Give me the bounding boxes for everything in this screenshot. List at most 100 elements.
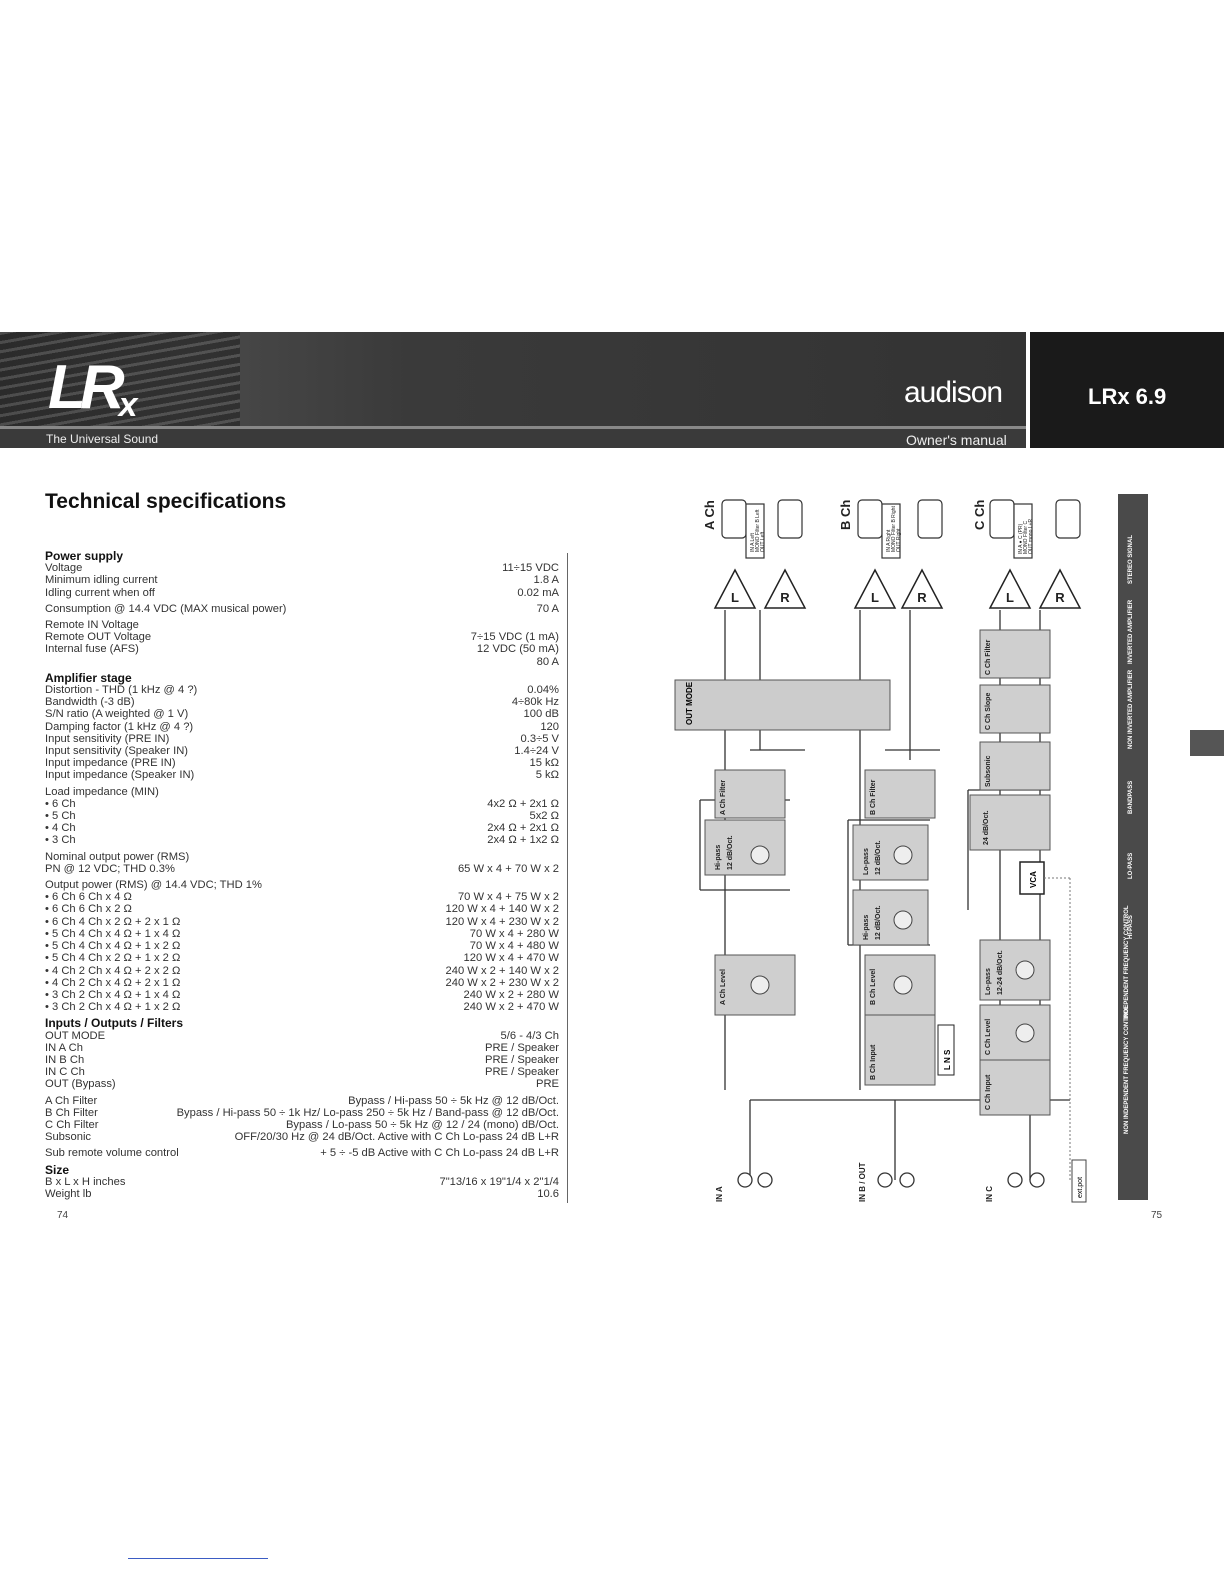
spec-key: Input impedance (Speaker IN) <box>45 769 195 782</box>
spec-row: IN C Ch PRE / Speaker <box>45 1066 559 1078</box>
block-label: 12 dB/Oct. <box>875 840 882 875</box>
spec-row: Damping factor (1 kHz @ 4 ?)120 <box>45 721 559 733</box>
header-divider <box>0 426 1026 429</box>
spec-row: S/N ratio (A weighted @ 1 V)100 dB <box>45 708 559 720</box>
spec-row: Internal fuse (AFS)12 VDC (50 mA) <box>45 643 559 655</box>
spec-key: Remote OUT Voltage <box>45 631 152 644</box>
spec-value: 5 kΩ <box>535 769 559 782</box>
model-name: LRx 6.9 <box>1088 384 1167 409</box>
spec-value: 4x2 Ω + 2x1 Ω <box>487 797 559 810</box>
block-label: 12 dB/Oct. <box>875 905 882 940</box>
lopass-knob <box>1015 960 1035 980</box>
legend-item: INVERTED AMPLIFIER <box>1128 599 1134 664</box>
channel-label-c: C Ch <box>972 500 987 530</box>
hipass-knob <box>893 910 913 930</box>
spec-value: 1.8 A <box>533 574 559 587</box>
model-box <box>1030 332 1224 448</box>
spec-value: 120 W x 4 + 470 W <box>463 952 559 965</box>
tagline: The Universal Sound <box>46 432 159 446</box>
block-label: 12 dB/Oct. <box>727 835 734 870</box>
block-label: C Ch Slope <box>985 693 992 730</box>
footer-link-line <box>128 1558 268 1559</box>
spec-value: 120 <box>540 720 559 733</box>
level-knob <box>750 975 770 995</box>
spec-row: Minimum idling current 1.8 A <box>45 574 559 586</box>
spec-section-title: Amplifier stage <box>45 670 132 685</box>
spec-row: Input sensitivity (Speaker IN) 1.4÷24 V <box>45 745 559 757</box>
spec-value: 0.02 mA <box>517 586 559 599</box>
spec-key: Bandwidth (-3 dB) <box>45 696 135 709</box>
block-label: Hi-pass <box>715 845 722 870</box>
spec-value: 10.6 <box>537 1187 559 1200</box>
spec-row: • 5 Ch 4 Ch x 2 Ω + 1 x 2 Ω 120 W x 4 + 4… <box>45 952 559 964</box>
spec-value: 240 W x 2 + 230 W x 2 <box>445 976 559 989</box>
spec-key: • 3 Ch 2 Ch x 4 Ω + 1 x 4 Ω <box>45 988 181 1001</box>
spec-key: S/N ratio (A weighted @ 1 V) <box>45 708 189 721</box>
in-c-info: IN A ● C (PR) <box>1018 523 1024 554</box>
spec-key: IN A Ch <box>45 1041 83 1054</box>
spec-key: IN C Ch <box>45 1066 85 1079</box>
spec-row: 80 A <box>45 656 559 668</box>
in-a-info: IN A Left <box>750 532 756 552</box>
header-footer-bar <box>0 429 1026 448</box>
spec-value: Bypass / Hi-pass 50 ÷ 1k Hz/ Lo-pass 250… <box>176 1106 559 1119</box>
spec-row: Remote IN Voltage <box>45 619 559 631</box>
in-b-info: MONO Filter B Right <box>891 506 897 552</box>
block-label: B Ch Input <box>870 1044 877 1080</box>
spec-row: Input impedance (Speaker IN) 5 kΩ <box>45 769 559 781</box>
a-hipass-block <box>704 819 786 876</box>
lns-box <box>937 1024 955 1076</box>
amp-label: R <box>780 590 790 605</box>
out-mode-label: OUT MODE <box>685 681 694 725</box>
spec-row: Sub remote volume control+ 5 ÷ -5 dB Act… <box>45 1147 559 1159</box>
spec-key: • 5 Ch <box>45 810 76 823</box>
spec-value: 80 A <box>536 655 559 668</box>
block-label: A Ch Filter <box>720 780 727 815</box>
lopass-knob <box>893 845 913 865</box>
vca-block <box>1019 861 1045 895</box>
section-tab <box>1190 730 1224 756</box>
header-texture <box>0 332 240 428</box>
input-label-a: IN A <box>715 1186 724 1202</box>
spec-key: Sub remote volume control <box>45 1147 179 1160</box>
spec-key: • 5 Ch 4 Ch x 2 Ω + 1 x 2 Ω <box>45 952 181 965</box>
block-label: A Ch Level <box>720 969 727 1005</box>
in-a-info: MONO Filter B Left <box>755 509 761 552</box>
spec-section-title: Size <box>45 1162 70 1177</box>
spec-key: Subsonic <box>45 1131 92 1144</box>
b-ch-input-block <box>864 1014 936 1086</box>
subsonic-block <box>969 794 1051 851</box>
spec-value: 65 W x 4 + 70 W x 2 <box>457 862 559 875</box>
in-b-info: OUT Right <box>896 528 902 552</box>
spec-key: Input sensitivity (Speaker IN) <box>45 745 189 758</box>
spec-row: Input sensitivity (PRE IN)0.3÷5 V <box>45 733 559 745</box>
spec-value: 240 W x 2 + 280 W <box>463 988 559 1001</box>
spec-value: PRE / Speaker <box>485 1066 559 1079</box>
amp-label: L <box>1006 590 1014 605</box>
block-label: Subsonic <box>985 755 992 787</box>
spec-key: • 3 Ch 2 Ch x 4 Ω + 1 x 2 Ω <box>45 1001 181 1014</box>
spec-key: • 6 Ch 6 Ch x 2 Ω <box>45 903 132 916</box>
spec-value: 70 W x 4 + 480 W <box>469 940 559 953</box>
in-c-info: OUT mono L+R <box>1028 519 1034 554</box>
spec-row: Distortion - THD (1 kHz @ 4 ?)0.04% <box>45 684 559 696</box>
spec-row: Idling current when off 0.02 mA <box>45 587 559 599</box>
spec-value: 70 W x 4 + 280 W <box>469 927 559 940</box>
spec-key: Minimum idling current <box>45 574 158 587</box>
spec-value: 12 VDC (50 mA) <box>476 643 559 656</box>
spec-key: Idling current when off <box>45 586 155 599</box>
spec-key: OUT (Bypass) <box>45 1078 116 1091</box>
spec-key: • 4 Ch 2 Ch x 4 Ω + 2 x 2 Ω <box>45 964 181 977</box>
hipass-knob <box>750 845 770 865</box>
spec-key: Load impedance (MIN) <box>45 785 159 798</box>
spec-value: 1.4÷24 V <box>514 745 559 758</box>
block-label: 12-24 dB/Oct. <box>997 950 1004 995</box>
spec-value: 0.04% <box>527 684 559 697</box>
level-knob <box>893 975 913 995</box>
